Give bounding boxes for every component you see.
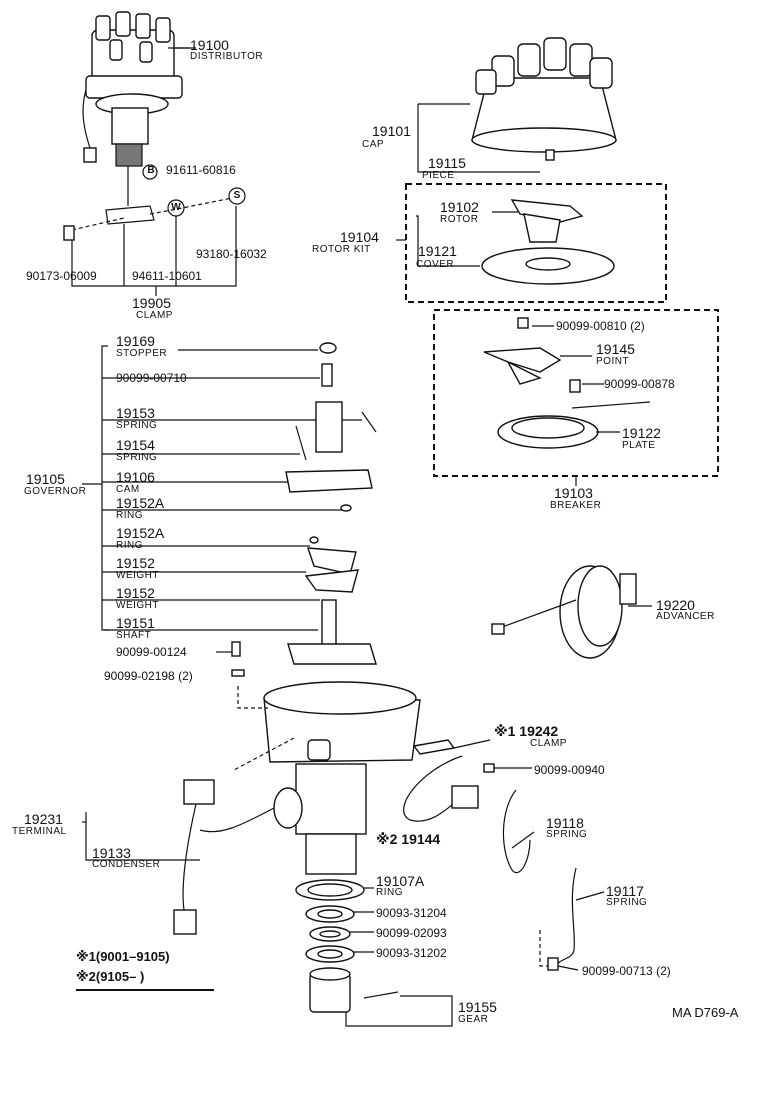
label-19155-number: 19155 <box>458 999 497 1015</box>
label-19100-number: 19100 <box>190 37 229 53</box>
label-19117-name: SPRING <box>606 897 648 908</box>
marker-s: S <box>233 190 241 201</box>
label-19145-name: POINT <box>596 356 630 367</box>
label-19154-number: 19154 <box>116 437 155 453</box>
label-19122-number: 19122 <box>622 425 661 441</box>
label-19100-name: DISTRIBUTOR <box>190 51 264 62</box>
label-19152-2-name: WEIGHT <box>116 600 159 611</box>
label-19106-name: CAM <box>116 484 140 495</box>
pn-94611-10601: 94611-10601 <box>132 269 202 283</box>
label-19122-name: PLATE <box>622 440 656 451</box>
label-19118-number: 19118 <box>546 815 584 831</box>
label-19101-name: CAP <box>362 139 385 150</box>
label-19101-number: 19101 <box>372 123 411 139</box>
label-19152a-1-number: 19152A <box>116 495 165 511</box>
housing-illustration <box>263 681 421 875</box>
label-19104-number: 19104 <box>340 229 379 245</box>
label-19102-name: ROTOR <box>440 214 479 225</box>
pn-90099-00810: 90099-00810 (2) <box>556 319 645 333</box>
label-19106-number: 19106 <box>116 469 155 485</box>
pn-90099-02093: 90099-02093 <box>376 926 447 940</box>
label-19115-name: PIECE <box>422 170 455 181</box>
terminal-illustration <box>173 779 303 935</box>
pn-90173-06009: 90173-06009 <box>26 269 97 283</box>
label-19104-name: ROTOR KIT <box>312 244 371 255</box>
rotor-illustration <box>481 199 615 285</box>
label-19169-number: 19169 <box>116 333 155 349</box>
label-19152a-2-name: RING <box>116 540 143 551</box>
label-19107a-name: RING <box>376 887 403 898</box>
advancer-illustration <box>491 565 637 659</box>
label-19133-number: 19133 <box>92 845 131 861</box>
note-2: ※2(9105– ) <box>76 969 145 984</box>
label-19103-number: 19103 <box>554 485 593 501</box>
pn-90099-00713: 90099-00713 (2) <box>582 964 671 978</box>
pn-90093-31202: 90093-31202 <box>376 946 447 960</box>
label-19115-number: 19115 <box>428 155 466 171</box>
distributor-illustration <box>82 11 196 225</box>
pn-93180-16032: 93180-16032 <box>196 247 267 261</box>
pn-90099-00710: 90099-00710 <box>116 371 187 385</box>
label-19220-number: 19220 <box>656 597 695 613</box>
label-19105-name: GOVERNOR <box>24 486 87 497</box>
label-19153-name: SPRING <box>116 420 158 431</box>
label-19905-number: 19905 <box>132 295 171 311</box>
point-illustration <box>483 317 651 449</box>
label-19105-number: 19105 <box>26 471 65 487</box>
cap-illustration <box>471 37 617 161</box>
diagram-code: MA D769-A <box>672 1005 739 1020</box>
label-19242-name: CLAMP <box>530 738 567 749</box>
label-19151-name: SHAFT <box>116 630 152 641</box>
label-19103-name: BREAKER <box>550 500 602 511</box>
label-19152a-1-name: RING <box>116 510 143 521</box>
marker-b: B <box>147 165 155 176</box>
label-19121-number: 19121 <box>418 243 457 259</box>
label-19242-number: ※1 19242 <box>494 723 559 739</box>
governor-illustration <box>231 342 377 677</box>
label-19107a-number: 19107A <box>376 873 425 889</box>
label-19121-name: COVER <box>416 259 455 270</box>
label-19220-name: ADVANCER <box>656 611 715 622</box>
pn-90099-00940: 90099-00940 <box>534 763 605 777</box>
label-19152-1-number: 19152 <box>116 555 155 571</box>
label-19144-number: ※2 19144 <box>376 831 441 847</box>
label-19133-name: CONDENSER <box>92 859 161 870</box>
label-19169-name: STOPPER <box>116 348 168 359</box>
label-19145-number: 19145 <box>596 341 635 357</box>
label-19118-name: SPRING <box>546 829 588 840</box>
note-1: ※1(9001–9105) <box>76 949 170 964</box>
pn-90099-00878: 90099-00878 <box>604 377 675 391</box>
pn-90099-02198: 90099-02198 (2) <box>104 669 193 683</box>
pn-90099-00124: 90099-00124 <box>116 645 187 659</box>
label-19905-name: CLAMP <box>136 310 173 321</box>
label-19153-number: 19153 <box>116 405 155 421</box>
pn-91611-60816: 91611-60816 <box>166 163 236 177</box>
label-19151-number: 19151 <box>116 615 155 631</box>
label-19155-name: GEAR <box>458 1014 489 1025</box>
label-19152-2-number: 19152 <box>116 585 155 601</box>
label-19102-number: 19102 <box>440 199 479 215</box>
pn-90093-31204: 90093-31204 <box>376 906 447 920</box>
gear-illustration <box>309 967 399 1013</box>
label-19152-1-name: WEIGHT <box>116 570 159 581</box>
label-19231-name: TERMINAL <box>12 826 67 837</box>
label-19154-name: SPRING <box>116 452 158 463</box>
label-19117-number: 19117 <box>606 883 644 899</box>
label-19231-number: 19231 <box>24 811 63 827</box>
marker-w: W <box>171 202 181 213</box>
label-19152a-2-number: 19152A <box>116 525 165 541</box>
